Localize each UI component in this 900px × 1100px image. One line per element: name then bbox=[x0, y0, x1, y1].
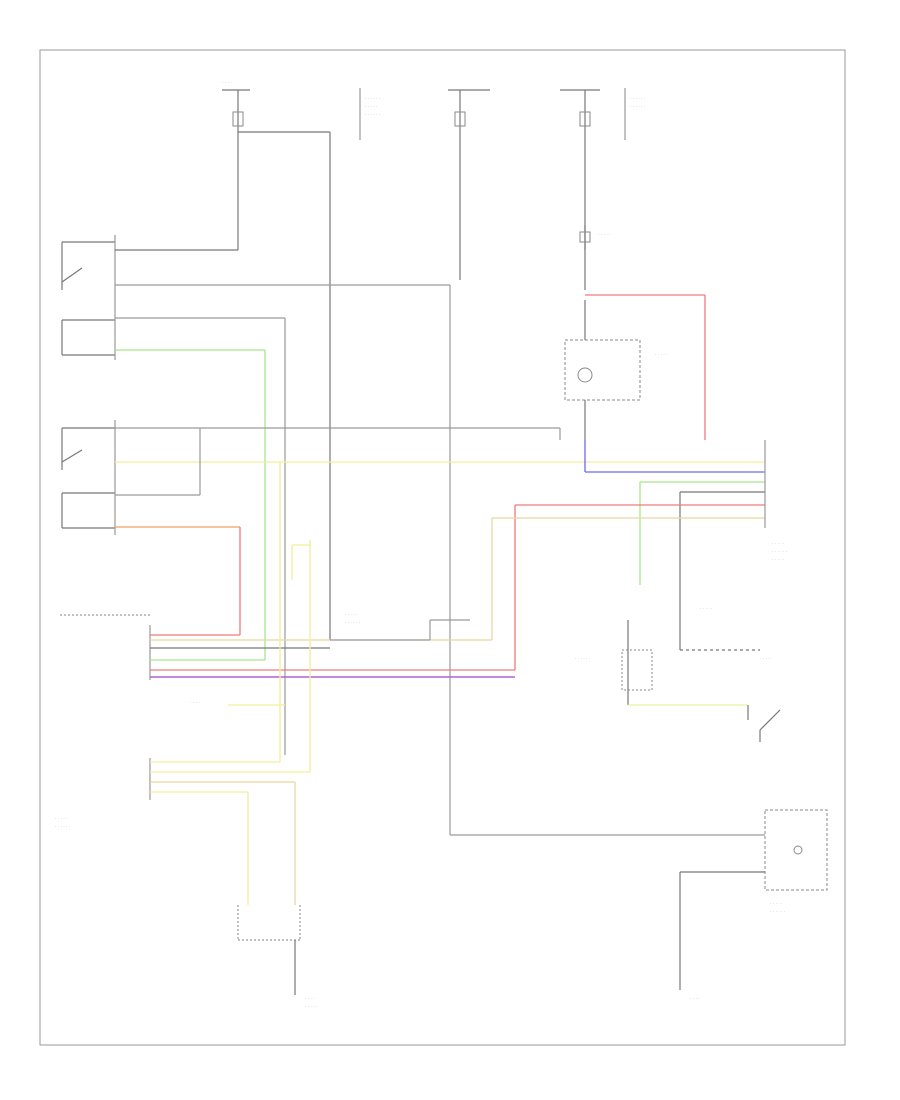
svg-text:· · · · ·: · · · · · bbox=[772, 541, 785, 546]
wire-grey-4 bbox=[115, 428, 201, 496]
connector-right-pins: · · · · · · · · · · · · · · · · bbox=[764, 440, 787, 562]
svg-text:· · · · ·: · · · · · bbox=[55, 816, 68, 821]
svg-text:· · · ·: · · · · bbox=[305, 996, 315, 1001]
svg-text:· · · · · ·: · · · · · · bbox=[345, 620, 360, 625]
svg-text:· · · · · ·: · · · · · · bbox=[575, 656, 590, 661]
svg-text:· · · · · ·: · · · · · · bbox=[365, 112, 380, 117]
switch-lower-left bbox=[61, 420, 116, 535]
svg-text:· · · · ·: · · · · · bbox=[365, 104, 378, 109]
wire-blue bbox=[584, 440, 765, 473]
svg-text:· · · · ·: · · · · · bbox=[700, 606, 713, 611]
svg-text:· · · · ·: · · · · · bbox=[770, 901, 783, 906]
svg-text:· · · · · ·: · · · · · · bbox=[630, 104, 645, 109]
svg-text:· · · ·: · · · · bbox=[222, 80, 232, 85]
wire-green-2 bbox=[639, 481, 765, 585]
fuse-block-right: · · · · · · · · · · · · bbox=[560, 88, 645, 290]
lower-connector: · · · · · · · · · · · bbox=[55, 462, 311, 905]
module-connector bbox=[60, 614, 151, 680]
svg-text:· · · · ·: · · · · · bbox=[345, 612, 358, 617]
fuse-block-middle bbox=[448, 89, 490, 280]
wire-grey-2 bbox=[115, 317, 286, 755]
svg-text:· · · ·: · · · · bbox=[190, 700, 200, 705]
svg-text:· · · · ·: · · · · · bbox=[772, 557, 785, 562]
wire-grey-1 bbox=[115, 284, 765, 836]
ground-junction-left: · · · · · · · · · bbox=[237, 905, 318, 1009]
svg-text:· · · · ·: · · · · · bbox=[760, 656, 773, 661]
ground-connector-middle: · · · · · · · · · · · bbox=[345, 612, 470, 625]
wire-black-right bbox=[679, 491, 765, 650]
svg-text:· · · · ·: · · · · · bbox=[598, 232, 611, 237]
svg-text:· · · · · ·: · · · · · · bbox=[55, 824, 70, 829]
middle-vertical-wires bbox=[291, 544, 310, 580]
wire-tan bbox=[491, 517, 765, 640]
wire-green-1 bbox=[115, 349, 266, 660]
svg-text:· · · · ·: · · · · · bbox=[655, 352, 668, 357]
connector-right-lower: · · · · · · bbox=[575, 620, 748, 706]
wire-orange-1 bbox=[115, 526, 241, 635]
wire-grey-3 bbox=[115, 427, 561, 440]
relay-box-right: · · · · · bbox=[564, 300, 668, 440]
connector-yellow-short: · · · · bbox=[190, 700, 285, 706]
svg-text:· · · · · ·: · · · · · · bbox=[772, 549, 787, 554]
diagram-frame bbox=[39, 49, 846, 1046]
wire-red-2 bbox=[514, 504, 765, 670]
module-wires bbox=[150, 620, 515, 678]
connector-right-mid: · · · · · · · · · · bbox=[680, 606, 773, 661]
svg-text:· · · · · ·: · · · · · · bbox=[365, 96, 380, 101]
switch-right-lower bbox=[747, 705, 781, 742]
svg-text:· · · · · ·: · · · · · · bbox=[630, 96, 645, 101]
fuse-block-left: · · · · · · · · · · · · · · · · · · · · … bbox=[222, 80, 380, 640]
svg-text:· · · ·: · · · · bbox=[690, 996, 700, 1001]
wire-red-top bbox=[585, 294, 706, 440]
svg-text:· · · · · ·: · · · · · · bbox=[770, 909, 785, 914]
module-right-lower: · · · · · · · · · · · · · · · bbox=[679, 809, 828, 1001]
svg-text:· · · · ·: · · · · · bbox=[305, 1004, 318, 1009]
switch-upper-left bbox=[61, 235, 116, 360]
connector-right-upper: · · · · · bbox=[579, 225, 611, 250]
